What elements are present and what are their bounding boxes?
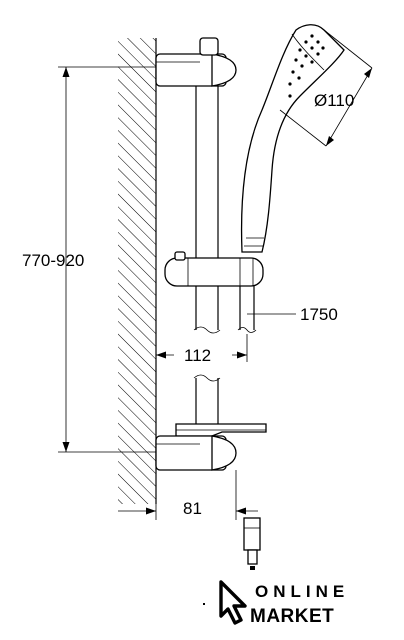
diameter-dimension [279,29,373,147]
projection-bottom-label: 81 [183,499,202,518]
logo-line1: ONLINE [255,582,349,601]
slide-bar [193,86,221,430]
projection-bottom-dimension [118,470,258,520]
bottom-bracket [155,435,237,471]
hose-connector [243,517,261,570]
top-bracket [155,37,237,87]
diameter-label: Ø110 [314,91,354,110]
projection-top-dimension [156,334,248,365]
shelf [175,423,267,437]
height-range-label: 770-920 [22,251,84,270]
wall [118,38,157,504]
height-dimension [58,66,156,453]
online-market-logo: ONLINE MARKET [203,580,349,627]
hand-shower [240,24,345,253]
projection-top-label: 112 [184,346,211,365]
logo-line2: MARKET [250,606,334,627]
spray-nozzles [288,34,325,98]
cursor-arrow-icon [219,580,247,625]
slide-holder [164,251,264,287]
hose [237,286,296,333]
hose-length-label: 1750 [300,305,338,324]
